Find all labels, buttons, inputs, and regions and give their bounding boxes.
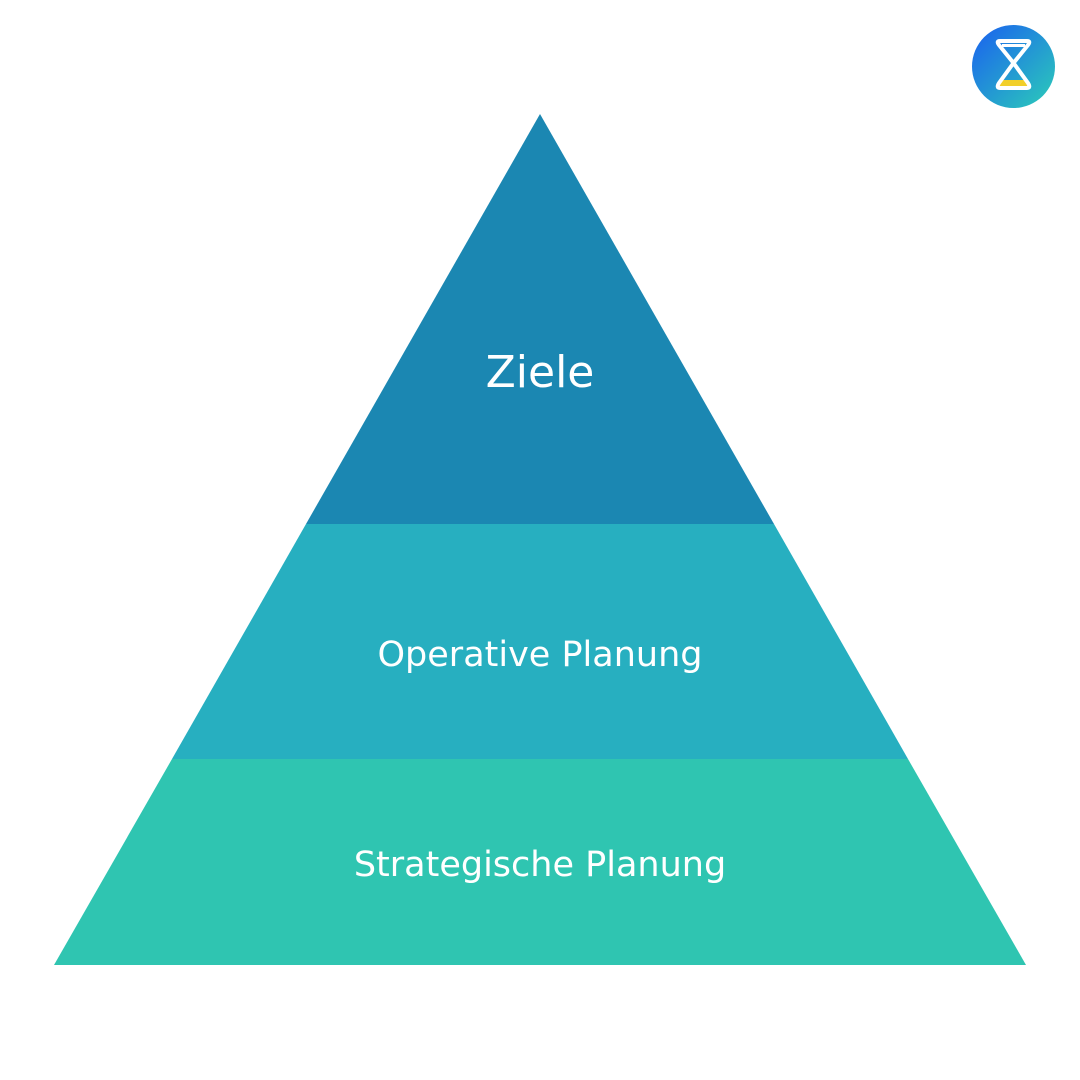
- tier-label-goals: Ziele: [486, 347, 595, 398]
- tier-label-operative: Operative Planung: [378, 635, 703, 675]
- tier-label-strategic: Strategische Planung: [354, 845, 726, 885]
- logo-circle: [972, 25, 1055, 108]
- pyramid-tier-top: [306, 114, 774, 524]
- pyramid-tier-bottom: [54, 759, 1026, 965]
- pyramid-tier-middle: [172, 524, 908, 759]
- hourglass-sand: [997, 80, 1030, 87]
- hourglass-outline: [995, 39, 1032, 90]
- hourglass-icon: [972, 25, 1055, 108]
